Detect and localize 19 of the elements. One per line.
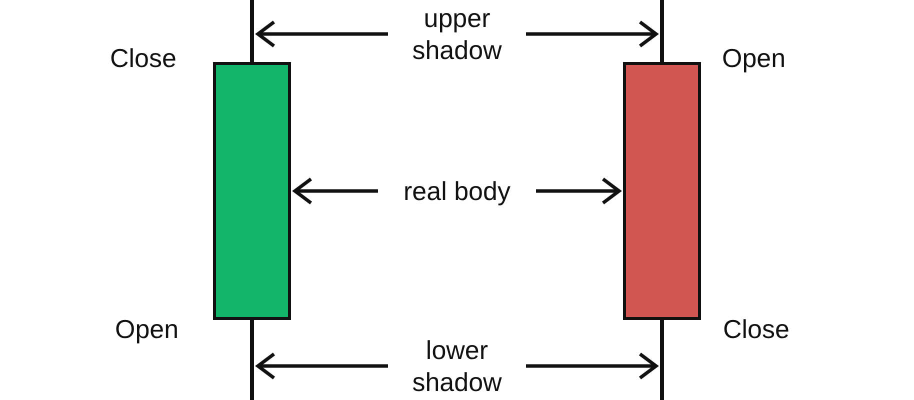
upper-wick (660, 0, 664, 62)
price-label: Open (722, 42, 786, 74)
bullish-candle-body (213, 62, 291, 320)
bearish-candle-body (623, 62, 701, 320)
price-label: Close (110, 42, 176, 74)
price-label: Close (723, 313, 790, 345)
leader-arrow (256, 20, 388, 48)
lower-wick (250, 320, 254, 400)
shadow-label: upper shadow (392, 2, 522, 66)
upper-wick (250, 0, 254, 62)
price-label: Open (115, 313, 179, 345)
leader-arrow (526, 20, 658, 48)
leader-arrow (526, 352, 658, 380)
lower-wick (660, 320, 664, 400)
shadow-label: lower shadow (392, 334, 522, 398)
leader-arrow (293, 177, 378, 205)
leader-arrow (536, 177, 621, 205)
leader-arrow (256, 352, 388, 380)
body-label: real body (382, 175, 532, 207)
